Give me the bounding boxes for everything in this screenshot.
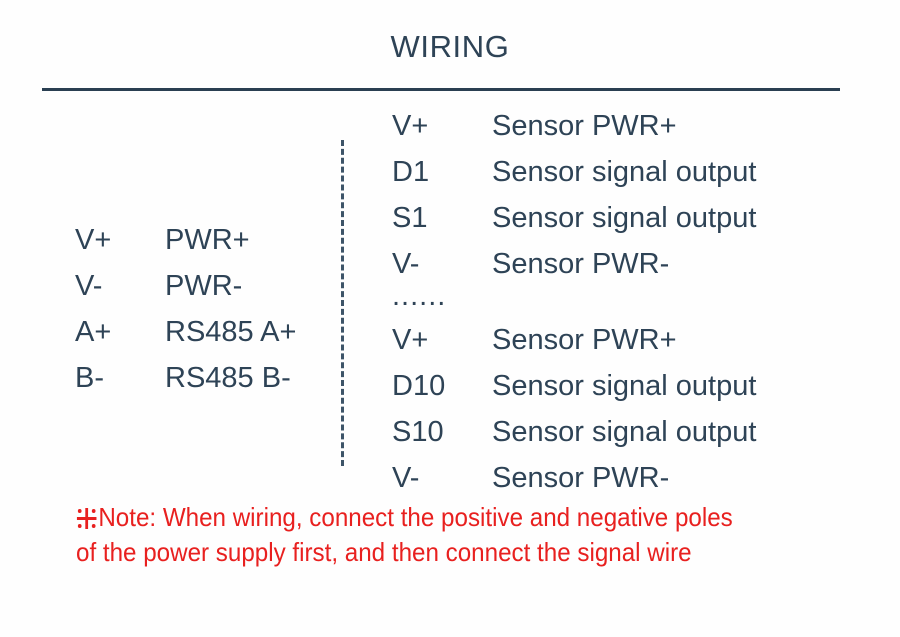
terminal-pin-label: D10 [392, 370, 446, 402]
terminal-description: Sensor PWR+ [492, 324, 677, 356]
terminal-description: Sensor PWR- [492, 248, 670, 280]
table-row: A+ RS485 A+ [75, 309, 325, 355]
terminal-pin-label: S1 [392, 202, 428, 234]
terminal-description: Sensor signal output [492, 416, 757, 448]
table-row: B- RS485 B- [75, 355, 325, 401]
reference-mark-icon [76, 507, 97, 530]
terminal-pin-label: A+ [75, 316, 112, 348]
table-row: V- Sensor PWR- [392, 241, 862, 287]
terminal-description: Sensor PWR+ [492, 110, 677, 142]
table-row: V+ PWR+ [75, 217, 325, 263]
terminal-description: Sensor signal output [492, 156, 757, 188]
terminal-pin-label: V+ [392, 324, 429, 356]
terminal-pin-label: V+ [392, 110, 429, 142]
terminal-pin-label: D1 [392, 156, 430, 188]
terminal-pin-label: V- [392, 248, 420, 280]
terminal-pin-label: S10 [392, 416, 444, 448]
table-row: D10 Sensor signal output [392, 363, 862, 409]
table-row: V+ Sensor PWR+ [392, 317, 862, 363]
terminal-description: RS485 A+ [165, 316, 297, 348]
table-row: D1 Sensor signal output [392, 149, 862, 195]
table-row: V- PWR- [75, 263, 325, 309]
ellipsis-continuation-label: ...... [392, 280, 447, 312]
terminal-description: Sensor PWR- [492, 462, 670, 494]
table-row-continuation: ...... [392, 280, 862, 317]
table-row: V+ Sensor PWR+ [392, 103, 862, 149]
terminal-description: PWR- [165, 270, 243, 302]
note-line-2: of the power supply first, and then conn… [76, 537, 692, 567]
terminal-description: RS485 B- [165, 362, 291, 394]
terminal-description: Sensor signal output [492, 202, 757, 234]
terminal-description: Sensor signal output [492, 370, 757, 402]
table-row: S1 Sensor signal output [392, 195, 862, 241]
note-line-1: Note: When wiring, connect the positive … [76, 500, 811, 535]
controller-terminal-table: V+ PWR+ V- PWR- A+ RS485 A+ B- RS485 B- [75, 217, 325, 401]
terminal-description: PWR+ [165, 224, 250, 256]
title-divider-rule [42, 88, 840, 91]
terminal-pin-label: V- [75, 270, 103, 302]
wiring-note: Note: When wiring, connect the positive … [76, 500, 811, 570]
terminal-pin-label: B- [75, 362, 104, 394]
table-row: V- Sensor PWR- [392, 455, 862, 501]
terminal-pin-label: V- [392, 462, 420, 494]
terminal-pin-label: V+ [75, 224, 112, 256]
vertical-dashed-divider [341, 140, 344, 466]
page-title: WIRING [390, 29, 510, 64]
note-line-1-text: Note: When wiring, connect the positive … [98, 502, 733, 532]
table-row: S10 Sensor signal output [392, 409, 862, 455]
